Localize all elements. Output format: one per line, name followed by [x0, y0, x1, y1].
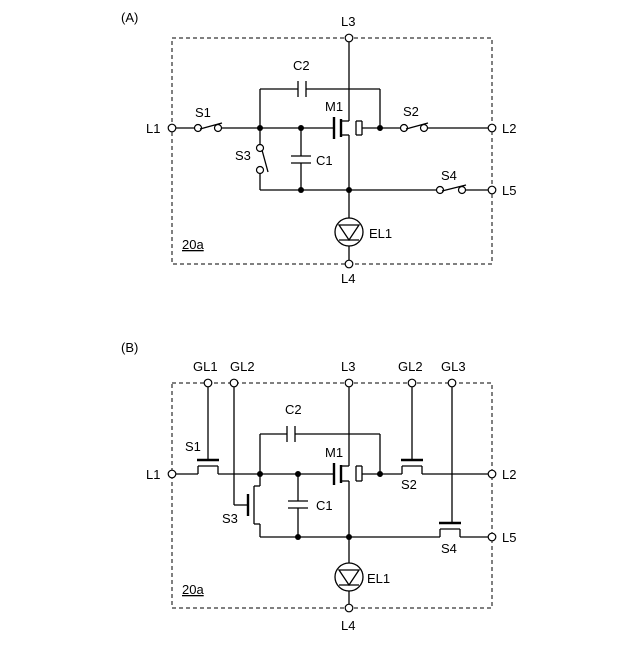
l5-label-b: L5	[502, 530, 516, 545]
s2-label-b: S2	[401, 477, 417, 492]
switch-s2-b: S2	[401, 460, 423, 492]
s1-label-a: S1	[195, 105, 211, 120]
l3-label-b: L3	[341, 359, 355, 374]
diagram-a: (A) 20a	[121, 10, 516, 286]
wires-b	[176, 383, 490, 604]
l1-label-b: L1	[146, 467, 160, 482]
gl3-label-b: GL3	[441, 359, 466, 374]
block-boundary-a	[172, 38, 492, 264]
c2-label-a: C2	[293, 58, 310, 73]
block-label-a: 20a	[182, 237, 204, 252]
c1-label-a: C1	[316, 153, 333, 168]
el1-b: EL1	[335, 563, 390, 591]
el1-label-a: EL1	[369, 226, 392, 241]
switch-s1-b: S1	[185, 439, 219, 474]
gl2-right-label-b: GL2	[398, 359, 423, 374]
gl1-label-b: GL1	[193, 359, 218, 374]
l4-label-a: L4	[341, 271, 355, 286]
l5-label-a: L5	[502, 183, 516, 198]
diagram-b: (B) 20a GL1 GL2 L3 GL2 GL3	[121, 340, 516, 633]
panel-label-b: (B)	[121, 340, 138, 355]
l3-label-a: L3	[341, 14, 355, 29]
switch-s4-b: S4	[439, 523, 461, 556]
capacitor-c1-a: C1	[291, 153, 333, 168]
switch-s2-a: S2	[401, 104, 429, 132]
m1-label-a: M1	[325, 99, 343, 114]
block-label-b: 20a	[182, 582, 204, 597]
switch-s3-a: S3	[235, 145, 268, 174]
l1-label-a: L1	[146, 121, 160, 136]
m1-label-b: M1	[325, 445, 343, 460]
gate-line-labels-b: GL1 GL2 L3 GL2 GL3	[193, 359, 466, 374]
transistor-m1-b: M1	[325, 445, 362, 486]
c1-label-b: C1	[316, 498, 333, 513]
l2-label-a: L2	[502, 121, 516, 136]
capacitor-c2-b: C2	[285, 402, 302, 442]
capacitor-c2-a: C2	[293, 58, 310, 97]
s3-label-a: S3	[235, 148, 251, 163]
c2-label-b: C2	[285, 402, 302, 417]
gl2-left-label-b: GL2	[230, 359, 255, 374]
el1-a: EL1	[335, 218, 392, 246]
s2-label-a: S2	[403, 104, 419, 119]
switch-s1-a: S1	[195, 105, 223, 132]
el1-label-b: EL1	[367, 571, 390, 586]
l4-label-b: L4	[341, 618, 355, 633]
s4-label-a: S4	[441, 168, 457, 183]
block-boundary-b	[172, 383, 492, 608]
l2-label-b: L2	[502, 467, 516, 482]
s3-label-b: S3	[222, 511, 238, 526]
wires-a	[176, 42, 490, 260]
s4-label-b: S4	[441, 541, 457, 556]
switch-s4-a: S4	[437, 168, 467, 194]
s1-label-b: S1	[185, 439, 201, 454]
capacitor-c1-b: C1	[288, 498, 333, 513]
switch-s3-b: S3	[222, 486, 260, 526]
transistor-m1-a: M1	[325, 99, 362, 141]
panel-label-a: (A)	[121, 10, 138, 25]
